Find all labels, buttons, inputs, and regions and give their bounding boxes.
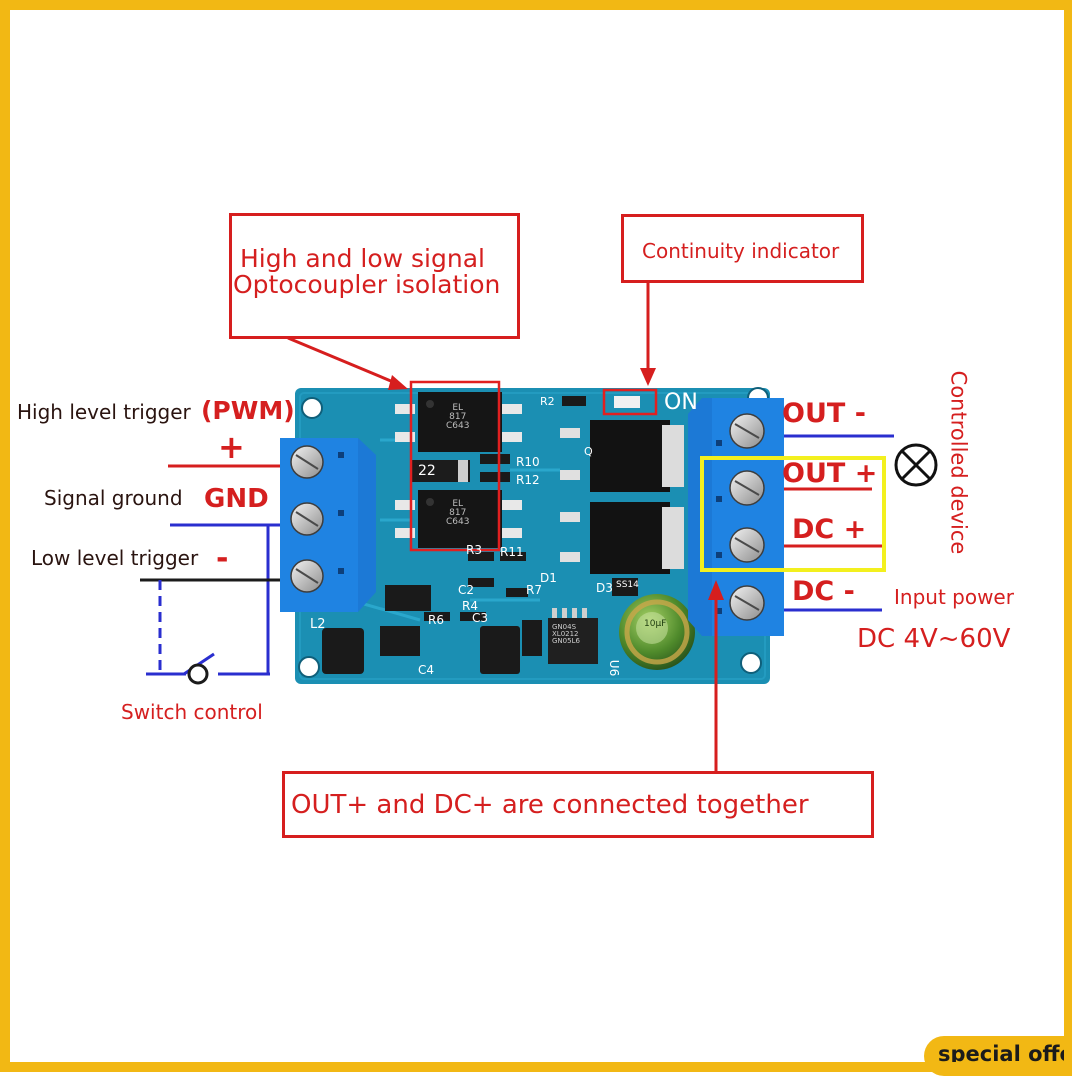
label-gnd: GND [204,484,269,514]
lamp-icon [894,443,938,487]
mosfet-bottom [560,502,684,574]
label-plus: + [218,428,245,466]
label-dc-plus: DC + [792,514,867,545]
callout-connected-text: OUT+ and DC+ are connected together [291,790,809,820]
label-signal-ground: Signal ground [44,486,183,510]
silk-on: ON [664,390,698,415]
silk-r10: R10 [516,455,540,469]
reg-chip-marking: GN04S XL0212 GN05L6 [552,623,580,645]
callout-connected: OUT+ and DC+ are connected together [282,771,874,838]
silk-q: Q [584,445,593,458]
left-terminal-block [280,438,376,612]
label-voltage-range: DC 4V~60V [857,624,1011,654]
ss14-marking: SS14 [616,580,639,590]
silk-r12: R12 [516,473,540,487]
out-dc-highlight [700,456,886,572]
smd-components [322,396,640,674]
silk-r7: R7 [526,583,542,597]
label-high-level-trigger: High level trigger [17,400,191,424]
opto-marking-bottom: EL 817 C643 [446,499,470,527]
silk-r4: R4 [462,599,478,613]
right-wiring [784,434,894,612]
callout-indicator-text: Continuity indicator [642,239,840,263]
label-switch-control: Switch control [121,700,263,724]
led-highlight-box [602,388,658,416]
electrolytic-capacitor [619,594,695,670]
chip-22-marking: 22 [418,463,436,479]
optocoupler-bottom [395,490,522,548]
callout-optocoupler-line1: High and low signal [240,244,485,273]
callout-optocoupler: High and low signal Optocoupler isolatio… [229,213,520,339]
callout-arrows [287,282,724,772]
silk-c3: C3 [472,611,489,625]
label-low-level-trigger: Low level trigger [31,546,199,570]
silk-r2: R2 [540,395,555,408]
silk-d3: D3 [596,581,613,595]
silk-r6: R6 [428,613,444,627]
silk-r3: R3 [466,543,482,557]
mount-hole [740,652,762,674]
opto-marking-top: EL 817 C643 [446,403,470,431]
callout-indicator: Continuity indicator [621,214,864,283]
opto-highlight-box [409,380,501,552]
mosfet-top [560,420,684,492]
label-input-power: Input power [894,585,1014,609]
silk-r11: R11 [500,545,524,559]
left-wiring [140,464,280,685]
label-minus: - [216,541,229,576]
label-out-minus: OUT - [782,398,866,429]
silk-c2: C2 [458,583,475,597]
label-out-plus: OUT + [782,458,878,489]
mount-hole [301,397,323,419]
label-pwm: (PWM) [201,396,295,425]
diode-22 [410,460,470,482]
label-dc-minus: DC - [792,576,855,607]
cap-marking: 10μF [644,619,667,629]
optocoupler-top [395,392,522,452]
silk-c4: C4 [418,663,435,677]
reg-chip-pins [552,608,587,618]
silk-d1: D1 [540,571,557,585]
callout-optocoupler-line2: Optocoupler isolation [233,270,501,299]
mount-hole [298,656,320,678]
silk-l2: L2 [310,617,326,632]
